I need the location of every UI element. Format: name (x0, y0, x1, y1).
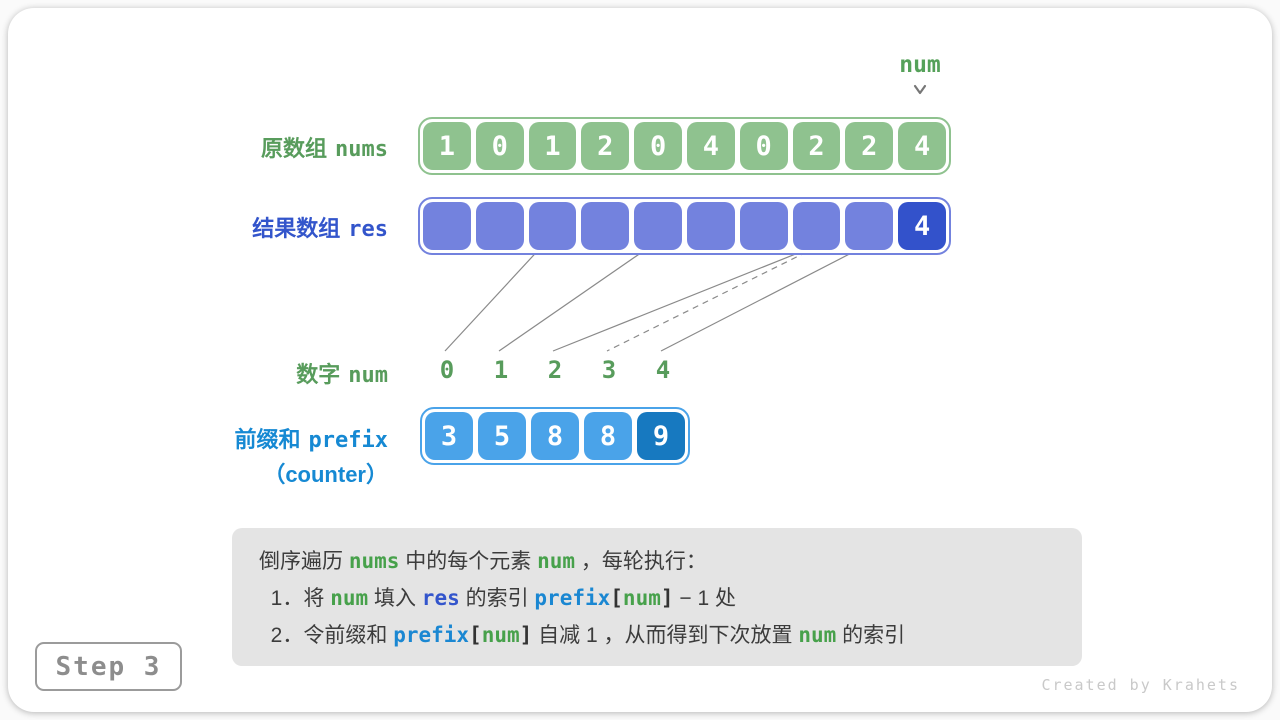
note-segment: res (421, 586, 460, 610)
prefix-cell: 8 (531, 412, 579, 460)
prefix-cell: 8 (584, 412, 632, 460)
note-segment: prefix (534, 586, 611, 610)
nums-label-zh: 原数组 (261, 136, 328, 161)
res-cell (475, 202, 524, 250)
prefix-row-label: 前缀和 prefix (235, 422, 389, 454)
nums-cell: 1 (528, 122, 577, 170)
nums-cell: 4 (898, 122, 946, 170)
note-segment: [ (610, 586, 623, 610)
note-segment: nums (348, 549, 400, 573)
note-segment: 倒序遍历 (259, 550, 349, 573)
res-row-label: 结果数组 res (252, 211, 388, 243)
num-label-code: num (348, 363, 388, 388)
note-segment: [ (469, 623, 482, 647)
note-segment: num (330, 586, 369, 610)
prefix-label-sub: （counter） (263, 462, 388, 487)
note-segment: 填入 (368, 587, 422, 610)
note-segment: num (798, 623, 837, 647)
credit-text: Created by Krahets (1041, 676, 1240, 694)
res-cell (528, 202, 577, 250)
num-value: 1 (493, 356, 509, 384)
note-line: 倒序遍历 nums 中的每个元素 num ，每轮执行： (259, 543, 1082, 580)
res-cell (845, 202, 894, 250)
note-box: 倒序遍历 nums 中的每个元素 num ，每轮执行： 1．将 num 填入 r… (232, 528, 1082, 666)
note-line: 2．令前缀和 prefix[num] 自减 1 ，从而得到下次放置 num 的索… (259, 617, 1082, 654)
note-segment: num (622, 586, 661, 610)
nums-label-code: nums (335, 137, 388, 162)
res-cell (792, 202, 841, 250)
res-label-zh: 结果数组 (252, 216, 341, 241)
prefix-label-code: prefix (308, 428, 388, 453)
num-label-zh: 数字 (296, 362, 341, 387)
nums-cell: 4 (686, 122, 735, 170)
note-segment: 的索引 (459, 587, 535, 610)
nums-cell: 2 (581, 122, 630, 170)
prefix-row-sublabel: （counter） (263, 457, 388, 489)
num-value: 2 (547, 356, 563, 384)
note-segment: 1．将 (259, 587, 331, 610)
note-segment: − 1 处 (673, 587, 736, 610)
res-cell (739, 202, 788, 250)
nums-cell: 0 (739, 122, 788, 170)
note-segment: num (537, 549, 576, 573)
prefix-cell: 5 (478, 412, 526, 460)
prefix-label-zh: 前缀和 (234, 427, 301, 452)
note-segment: prefix (393, 623, 470, 647)
num-row-label: 数字 num (296, 357, 388, 389)
res-cell (634, 202, 682, 250)
note-segment: 中的每个元素 (399, 550, 538, 573)
note-segment: 自减 1 ，从而得到下次放置 (532, 624, 799, 647)
num-values: 0 1 2 3 4 (420, 356, 690, 384)
num-value: 0 (439, 356, 455, 384)
nums-cell: 2 (845, 122, 894, 170)
note-segment: ，每轮执行： (575, 550, 707, 573)
res-cell (423, 202, 471, 250)
note-segment: ] (519, 623, 533, 647)
nums-row-label: 原数组 nums (261, 131, 388, 163)
res-cell (686, 202, 735, 250)
prefix-cell: 9 (637, 412, 685, 460)
prefix-cell: 3 (425, 412, 473, 460)
note-segment: 的索引 (836, 624, 906, 647)
res-label-code: res (348, 217, 388, 242)
nums-cell: 0 (475, 122, 524, 170)
num-value: 3 (601, 356, 617, 384)
step-badge: Step 3 (35, 642, 182, 691)
res-array: 4 (418, 197, 951, 255)
res-cell: 4 (898, 202, 946, 250)
note-segment: ] (660, 586, 674, 610)
step-badge-label: Step 3 (55, 651, 162, 682)
num-value: 4 (655, 356, 671, 384)
note-segment: num (481, 623, 520, 647)
nums-cell: 2 (792, 122, 841, 170)
note-segment: 2．令前缀和 (259, 624, 394, 647)
down-arrow-icon (890, 82, 950, 100)
res-cell (581, 202, 630, 250)
nums-cell: 0 (634, 122, 682, 170)
num-pointer-label: num (899, 52, 941, 78)
note-line: 1．将 num 填入 res 的索引 prefix[num] − 1 处 (259, 580, 1082, 617)
nums-cell: 1 (423, 122, 471, 170)
